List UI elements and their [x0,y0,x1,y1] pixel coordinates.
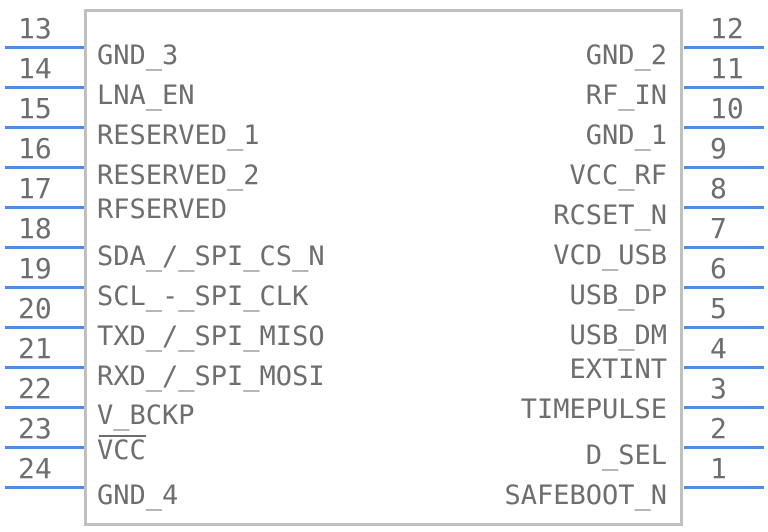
pin-number: 2 [710,412,727,445]
pin-label: VCC_RF [569,160,667,191]
pin-label: SDA_/_SPI_CS_N [97,241,325,272]
pin-line [684,446,764,449]
pin-number: 23 [18,412,52,445]
pin-line [684,126,764,129]
pin-line [5,406,84,409]
pin-number: 24 [18,452,52,485]
pin-label: TXD_/_SPI_MISO [97,321,325,352]
pin-label: RESERVED_1 [97,120,260,151]
pin-line [684,366,764,369]
pin-line [5,206,84,209]
pin-label: GND_4 [97,480,179,511]
pin-number: 5 [710,292,727,325]
pin-number: 18 [18,212,52,245]
pin-number: 11 [710,52,744,85]
pin-line [684,486,764,489]
pin-number: 13 [18,12,52,45]
pin-label: V_BCKP [97,400,195,431]
pin-number: 15 [18,92,52,125]
pin-line [684,286,764,289]
active-low-bar [99,435,146,437]
pin-number: 22 [18,372,52,405]
pin-number: 19 [18,252,52,285]
pin-number: 9 [710,132,727,165]
pin-number: 8 [710,172,727,205]
pin-label: RCSET_N [553,200,667,231]
pin-label: VCC [97,435,146,466]
pin-number: 10 [710,92,744,125]
pin-line [5,166,84,169]
pin-line [5,366,84,369]
pin-line [684,406,764,409]
pin-label: VCD_USB [553,240,667,271]
pin-label: EXTINT [569,354,667,385]
pin-label: USB_DP [569,280,667,311]
pin-line [5,286,84,289]
pin-label: RXD_/_SPI_MOSI [97,361,325,392]
pin-line [5,326,84,329]
pin-line [684,326,764,329]
pin-line [5,86,84,89]
pin-number: 7 [710,212,727,245]
pin-label: RFSERVED [97,194,228,225]
pin-line [5,446,84,449]
pin-label: LNA_EN [97,80,195,111]
pin-number: 16 [18,132,52,165]
pin-label: USB_DM [569,320,667,351]
pin-line [5,126,84,129]
pin-line [684,246,764,249]
pin-label: TIMEPULSE [520,394,667,425]
pin-number: 14 [18,52,52,85]
pin-line [684,46,764,49]
pin-line [5,46,84,49]
pin-line [684,166,764,169]
pin-label: RESERVED_2 [97,160,260,191]
pin-line [684,206,764,209]
pin-label: GND_1 [585,120,667,151]
component-body [84,9,683,526]
pin-line [5,486,84,489]
pin-number: 20 [18,292,52,325]
pin-number: 3 [710,372,727,405]
pin-line [5,246,84,249]
pin-label: D_SEL [585,440,667,471]
pin-number: 4 [710,332,727,365]
pin-number: 12 [710,12,744,45]
pin-number: 17 [18,172,52,205]
pin-label: GND_2 [585,40,667,71]
pin-line [684,86,764,89]
pin-number: 6 [710,252,727,285]
pin-number: 21 [18,332,52,365]
pin-label: SCL_-_SPI_CLK [97,281,309,312]
pin-number: 1 [710,452,727,485]
pin-label: GND_3 [97,40,179,71]
pin-label: RF_IN [585,80,667,111]
pin-label: SAFEBOOT_N [504,480,667,511]
